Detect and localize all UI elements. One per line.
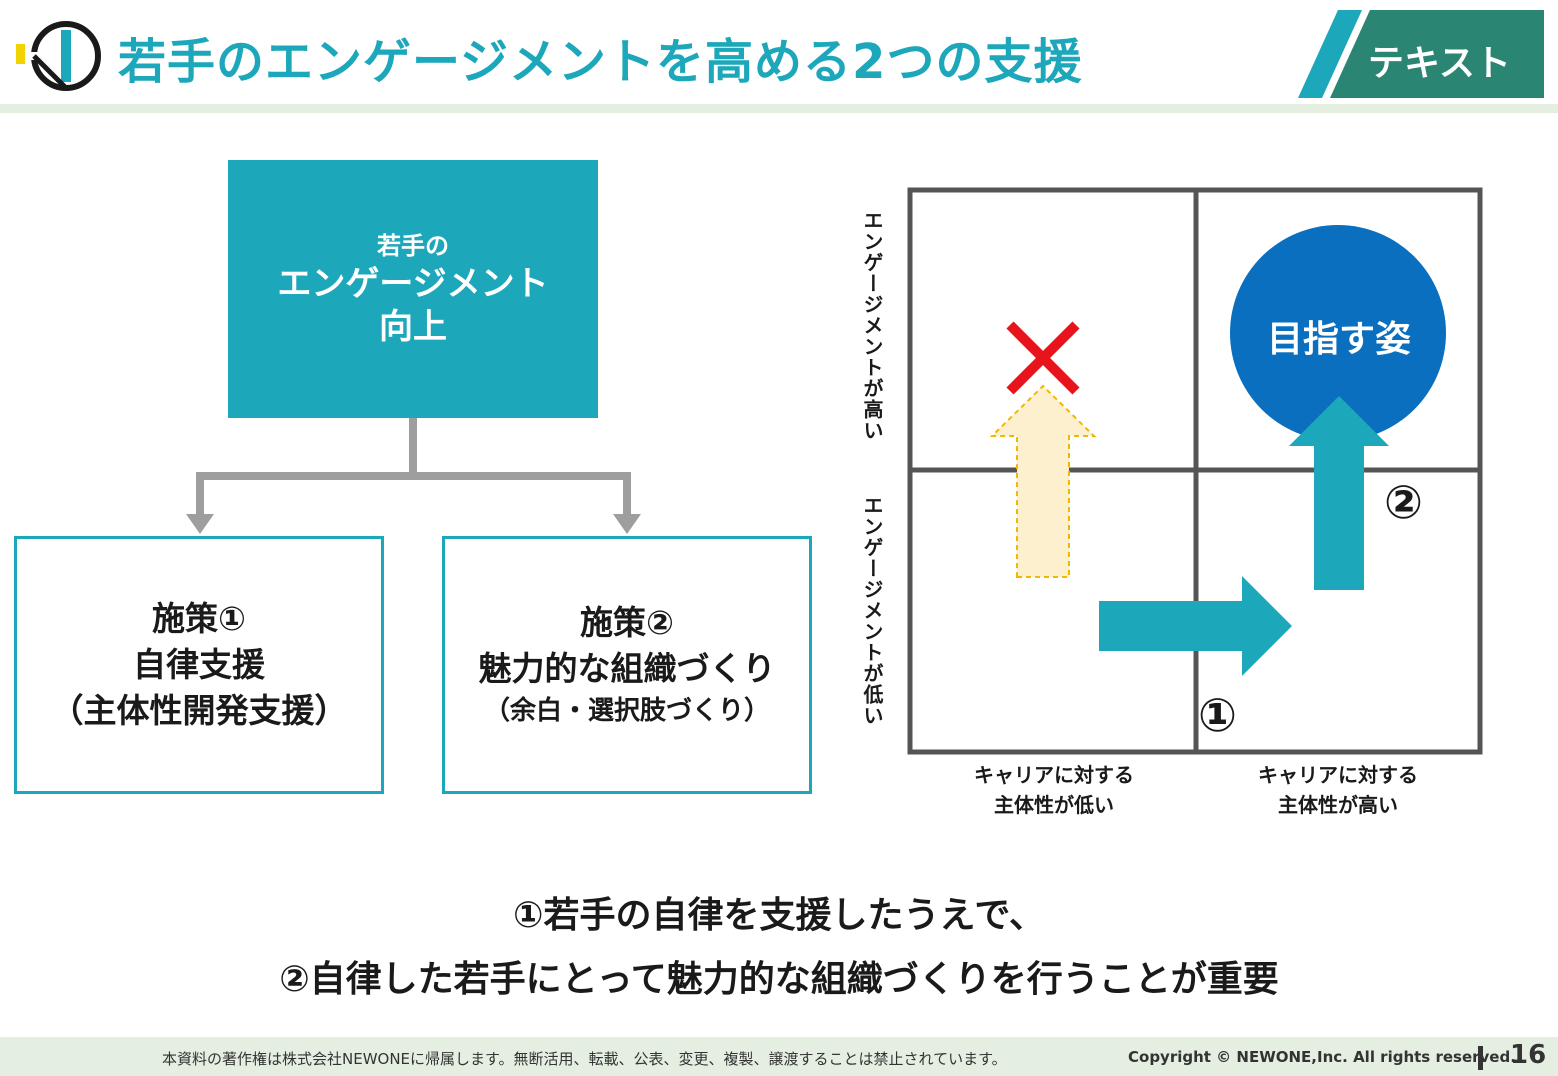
goal-line-3: 向上 (379, 307, 447, 347)
goal-box: 若手の エンゲージメント 向上 (228, 160, 598, 418)
footer-band (0, 1037, 1558, 1076)
conclusion-line-2: ②自律した若手にとって魅力的な組織づくりを行うことが重要 (279, 959, 1279, 1000)
measure-2-title: 施策② (580, 603, 674, 642)
measure-1-name: 自律支援 (133, 645, 265, 684)
page-title: 若手のエンゲージメントを高める2つの支援 (118, 34, 1083, 90)
copyright-line: Copyright © NEWONE,Inc. All rights reser… (1128, 1048, 1516, 1066)
y-axis-label-high: エンゲージメントが高い (860, 210, 884, 441)
measure-2-detail: （余白・選択肢づくり） (483, 696, 770, 726)
arrow-down-left-icon (186, 514, 214, 534)
footer-separator (1478, 1046, 1483, 1070)
goal-line-1: 若手の (377, 232, 449, 260)
slide-header: 若手のエンゲージメントを高める2つの支援 テキスト (0, 0, 1558, 108)
x-axis-label-high-line1: キャリアに対する (1258, 763, 1418, 787)
tag-label: テキスト (1368, 43, 1511, 84)
x-axis-label-low: キャリアに対する 主体性が低い (934, 760, 1174, 820)
x-axis-label-high-line2: 主体性が高い (1278, 793, 1398, 817)
failed-path-arrow-icon (989, 384, 1097, 578)
step1-right-arrow-icon (1099, 576, 1292, 676)
x-axis-label-low-line1: キャリアに対する (974, 763, 1134, 787)
conclusion-line-1: ①若手の自律を支援したうえで、 (513, 895, 1045, 936)
newone-logo-icon (16, 21, 101, 91)
copyright-notice: 本資料の著作権は株式会社NEWONEに帰属します。無断活用、転載、公表、変更、複… (162, 1050, 1007, 1068)
measure-1-detail: （主体性開発支援） (50, 691, 348, 730)
x-axis-label-low-line2: 主体性が低い (994, 793, 1114, 817)
tag-badge (1298, 10, 1544, 98)
goal-line-2: エンゲージメント (277, 264, 549, 304)
target-label: 目指す姿 (1266, 319, 1411, 360)
measure-1-title: 施策① (152, 599, 246, 638)
y-axis-label-low: エンゲージメントが低い (860, 495, 884, 726)
page-number: 16 (1510, 1040, 1547, 1070)
x-axis-label-high: キャリアに対する 主体性が高い (1218, 760, 1458, 820)
arrow-down-right-icon (613, 514, 641, 534)
step-2-number: ② (1384, 475, 1423, 529)
measure-2-name: 魅力的な組織づくり (478, 649, 776, 688)
step-1-number: ① (1198, 688, 1237, 742)
target-circle (1230, 225, 1446, 441)
measure-box-2: 施策② 魅力的な組織づくり （余白・選択肢づくり） (442, 536, 812, 794)
header-divider (0, 104, 1558, 113)
measure-box-1: 施策① 自律支援 （主体性開発支援） (14, 536, 384, 794)
red-cross-icon (1006, 321, 1080, 395)
step2-up-arrow-icon (1289, 396, 1389, 590)
